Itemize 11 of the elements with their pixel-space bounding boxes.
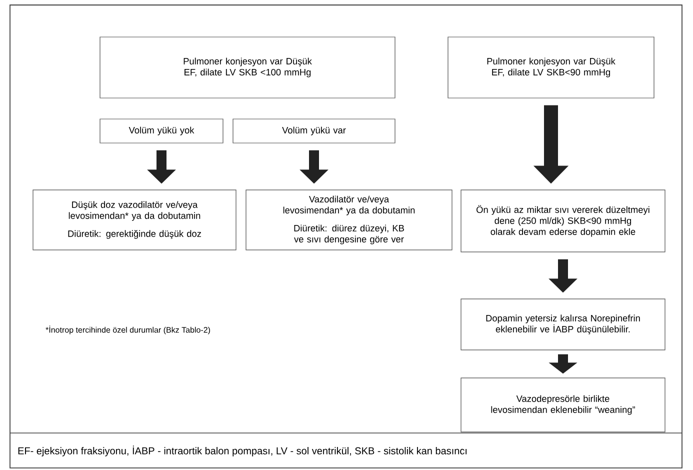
action-box: Vazodilatör ve/veya levosimendan* ya da dobutamin Diüretik: diürez düzeyi, KB ve sıvı dengesine göre ver xyxy=(246,190,452,250)
condition-box: Pulmoner konjesyon var Düşük EF, dilate LV SKB<90 mmHg xyxy=(448,36,654,98)
abbreviation-note: EF- ejeksiyon fraksiyonu, İABP - intraortik balon pompası, LV - sol ventrikül, SKB - sistolik kan basıncı xyxy=(18,446,467,456)
condition-box: Volüm yükü var xyxy=(232,118,396,144)
action-box: Düşük doz vazodilatör ve/veya levosimendan* ya da dobutamin Diüretik: gerektiğinde düşük doz xyxy=(32,190,236,250)
action-box: Vazodepresörle birlikte levosimendan eklenebilir “weaning” xyxy=(460,378,666,432)
footnote: *İnotrop tercihinde özel durumlar (Bkz Tablo-2) xyxy=(46,326,210,334)
action-box: Ön yükü az miktar sıvı vererek düzeltmeyi dene (250 ml/dk) SKB<90 mmHg olarak devam ederse dopamin ekle xyxy=(460,190,666,252)
condition-box: Pulmoner konjesyon var Düşük EF, dilate LV SKB <100 mmHg xyxy=(100,36,396,98)
condition-box: Volüm yükü yok xyxy=(100,118,224,144)
action-box: Dopamin yetersiz kalırsa Norepinefrin eklenebilir ve İABP düşünülebilir. xyxy=(460,298,666,350)
